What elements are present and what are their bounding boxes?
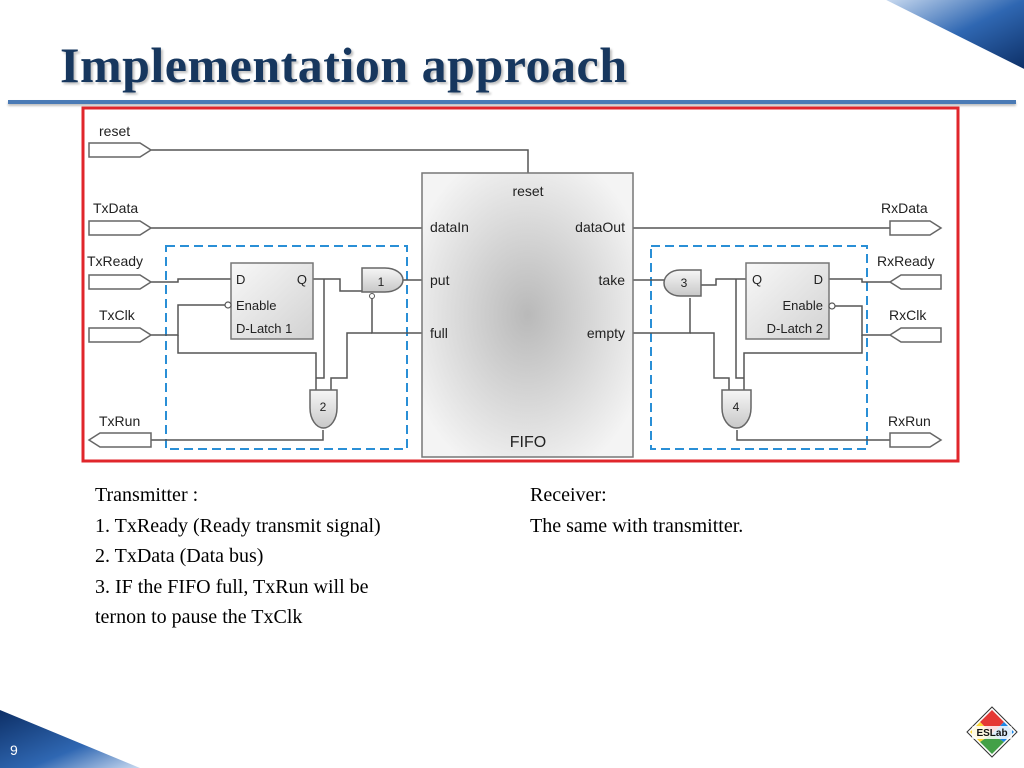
tx-data-label: TxData — [93, 200, 138, 216]
and-gate-4 — [721, 389, 752, 429]
fifo-datain-label: dataIn — [430, 219, 469, 235]
tx-ready-port — [88, 274, 153, 290]
fifo-full-label: full — [430, 325, 448, 341]
tx-run-port — [87, 432, 152, 448]
transmitter-description: Transmitter : 1. TxReady (Ready transmit… — [95, 480, 381, 633]
rx-run-port — [889, 432, 943, 448]
latch2-q-label: Q — [752, 272, 762, 287]
d-latch-2 — [745, 262, 830, 340]
latch1-enable-label: Enable — [236, 298, 276, 313]
receiver-heading: Receiver: — [530, 484, 607, 506]
gate1-inverted-input — [369, 293, 375, 299]
latch1-name-label: D-Latch 1 — [236, 321, 292, 336]
rx-data-port — [889, 220, 943, 236]
and-gate-1 — [361, 267, 404, 293]
corner-decoration-top-right — [884, 0, 1024, 70]
gate1-label: 1 — [378, 275, 385, 289]
transmitter-heading: Transmitter : — [95, 484, 199, 506]
tx-clk-port — [88, 327, 153, 343]
rx-clk-label: RxClk — [889, 307, 927, 323]
transmitter-line: ternon to pause the TxClk — [95, 606, 303, 628]
latch1-d-label: D — [236, 272, 245, 287]
tx-clk-label: TxClk — [99, 307, 136, 323]
title-underline — [8, 100, 1016, 104]
latch2-enable-bubble — [828, 302, 836, 310]
fifo-empty-label: empty — [587, 325, 625, 341]
latch2-enable-label: Enable — [783, 298, 823, 313]
transmitter-line: 3. IF the FIFO full, TxRun will be — [95, 575, 369, 598]
rx-run-label: RxRun — [888, 413, 931, 429]
and-gate-2 — [309, 389, 338, 429]
tx-run-label: TxRun — [99, 413, 140, 429]
receiver-group — [650, 245, 868, 450]
gate2-label: 2 — [320, 400, 327, 414]
gate3-label: 3 — [681, 276, 688, 290]
slide-title: Implementation approach — [60, 37, 628, 93]
latch2-name-label: D-Latch 2 — [767, 321, 823, 336]
fifo-put-label: put — [430, 272, 450, 288]
and-gate-3 — [663, 269, 702, 297]
latch2-d-label: D — [814, 272, 823, 287]
receiver-description: Receiver: The same with transmitter. — [530, 480, 743, 541]
tx-reset-port — [88, 142, 153, 158]
fifo-dataout-label: dataOut — [575, 219, 625, 235]
tx-ready-label: TxReady — [87, 253, 143, 269]
rx-ready-label: RxReady — [877, 253, 935, 269]
transmitter-line: 2. TxData (Data bus) — [95, 545, 264, 567]
rx-ready-port — [888, 274, 942, 290]
latch1-q-label: Q — [297, 272, 307, 287]
rx-data-label: RxData — [881, 200, 928, 216]
corner-decoration-bottom-left — [0, 710, 140, 768]
tx-data-port — [88, 220, 153, 236]
gate4-label: 4 — [733, 400, 740, 414]
fifo-take-label: take — [599, 272, 626, 288]
eslab-logo: ESLab — [966, 706, 1018, 758]
receiver-line: The same with transmitter. — [530, 514, 744, 537]
slide-number: 9 — [10, 742, 18, 758]
tx-reset-label: reset — [99, 123, 130, 139]
fifo-reset-label: reset — [512, 183, 543, 199]
fifo-name-label: FIFO — [510, 434, 546, 451]
fifo-block — [421, 172, 634, 458]
d-latch-1 — [230, 262, 314, 340]
rx-clk-port — [888, 327, 942, 343]
transmitter-group — [165, 245, 408, 450]
svg-text:ESLab: ESLab — [976, 728, 1007, 739]
transmitter-line: 1. TxReady (Ready transmit signal) — [95, 514, 381, 537]
latch1-enable-bubble — [224, 301, 232, 309]
